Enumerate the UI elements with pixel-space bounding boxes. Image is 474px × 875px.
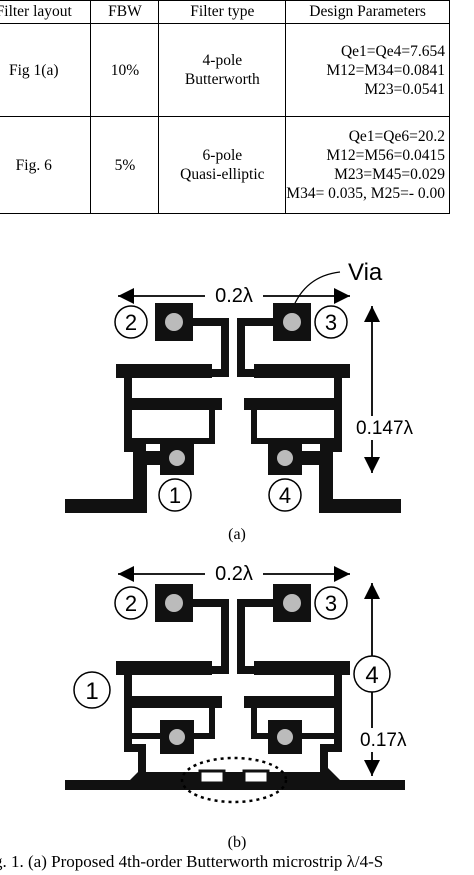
type-line-2: Quasi-elliptic	[180, 166, 265, 183]
port-3-marker: 3	[314, 586, 348, 620]
svg-text:3: 3	[325, 591, 337, 616]
type-line-1: 6-pole	[202, 147, 243, 164]
cell-type: 4-pole Butterworth	[158, 23, 287, 117]
feed-line	[65, 756, 405, 804]
svg-text:4: 4	[279, 483, 291, 508]
param-line: M34= 0.035, M25=- 0.00	[286, 185, 445, 202]
left-resonator	[116, 584, 229, 772]
port-2-marker: 2	[114, 305, 148, 339]
sub-caption-a: (a)	[228, 526, 246, 543]
svg-text:3: 3	[325, 310, 337, 335]
port-4-marker: 4	[268, 478, 302, 512]
figure-a-diagram: 0.2λ Via 0.147λ 2 3 1	[65, 259, 414, 513]
cell-layout: Fig 1(a)	[0, 23, 92, 117]
param-line: Qe1=Qe4=7.654	[340, 42, 445, 60]
highlight-ellipse	[180, 756, 288, 804]
header-fbw: FBW	[90, 0, 160, 24]
type-line-2: Butterworth	[184, 71, 260, 88]
cell-params: Qe1=Qe4=7.654 M12=M34=0.0841 M23=0.0541	[285, 23, 450, 117]
param-line: M23=0.0541	[364, 80, 445, 98]
param-line: M23=M45=0.029	[334, 166, 445, 183]
cell-fbw: 5%	[90, 116, 160, 214]
port-4-marker: 4	[353, 655, 391, 693]
header-filter-type: Filter type	[158, 0, 287, 24]
port-2-marker: 2	[114, 586, 148, 620]
width-label: 0.2λ	[215, 285, 253, 307]
figure-caption: g. 1. (a) Proposed 4th-order Butterworth…	[0, 852, 384, 871]
table-header-row: Filter layout FBW Filter type Design Par…	[0, 0, 450, 24]
left-resonator	[65, 303, 229, 513]
table-row: Fig. 6 5% 6-pole Quasi-elliptic Qe1=Qe6=…	[0, 116, 450, 214]
figure-b: 0.2λ 0.17λ 2 3	[0, 558, 474, 828]
svg-text:1: 1	[85, 678, 98, 705]
param-line: Qe1=Qe6=20.2	[348, 128, 445, 145]
cell-params: Qe1=Qe6=20.2 M12=M56=0.0415 M23=M45=0.02…	[285, 116, 450, 214]
table-row: Fig 1(a) 10% 4-pole Butterworth Qe1=Qe4=…	[0, 23, 450, 117]
type-line-1: 4-pole	[202, 52, 243, 69]
svg-text:4: 4	[365, 662, 378, 689]
via-label: Via	[348, 259, 383, 286]
param-line: M12=M34=0.0841	[326, 61, 445, 79]
header-filter-layout: Filter layout	[0, 0, 92, 24]
svg-text:1: 1	[169, 483, 181, 508]
cell-fbw: 10%	[90, 23, 160, 117]
header-design-parameters: Design Parameters	[285, 0, 450, 24]
figure-b-diagram: 0.2λ 0.17λ 2 3	[65, 562, 418, 804]
svg-text:2: 2	[125, 310, 137, 335]
port-1-marker: 1	[158, 478, 192, 512]
figure-a: 0.2λ Via 0.147λ 2 3 1	[0, 258, 474, 528]
right-resonator	[237, 584, 350, 772]
cell-type: 6-pole Quasi-elliptic	[158, 116, 287, 214]
sub-caption-b: (b)	[227, 834, 247, 851]
height-label: 0.17λ	[360, 730, 407, 751]
port-1-marker: 1	[73, 671, 111, 709]
width-label: 0.2λ	[215, 563, 253, 585]
param-line: M12=M56=0.0415	[326, 147, 445, 164]
height-label: 0.147λ	[356, 418, 414, 439]
cell-layout: Fig. 6	[0, 116, 92, 214]
port-3-marker: 3	[314, 305, 348, 339]
right-resonator	[237, 303, 401, 513]
design-parameters-table: Filter layout FBW Filter type Design Par…	[0, 0, 450, 214]
svg-text:2: 2	[125, 591, 137, 616]
